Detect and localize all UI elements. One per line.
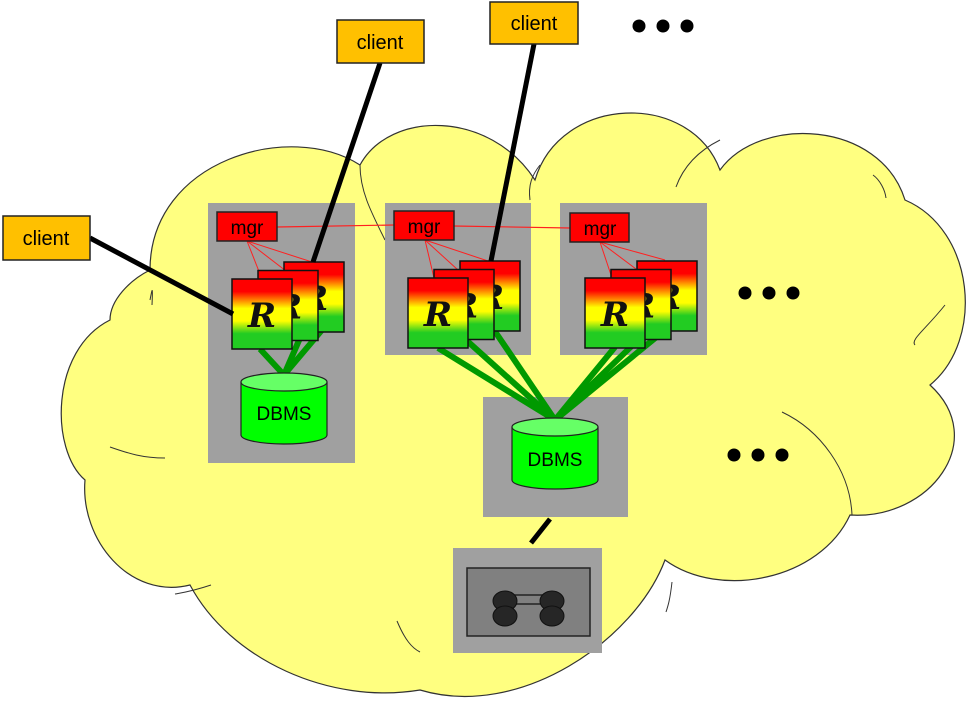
r-worker-card[interactable]: R — [231, 278, 293, 350]
dot — [727, 448, 741, 462]
mgr-1[interactable]: mgr — [216, 211, 278, 242]
client-right[interactable]: client — [489, 1, 579, 45]
mgr-label: mgr — [584, 219, 617, 240]
dot — [762, 286, 776, 300]
client-left[interactable]: client — [2, 215, 91, 261]
mgr-interconnect — [276, 224, 571, 229]
dot — [775, 448, 789, 462]
dot — [656, 19, 670, 33]
mgr-2[interactable]: mgr — [393, 210, 455, 241]
worker-stack-3: RRR — [584, 260, 698, 349]
r-logo-icon: R — [247, 296, 276, 336]
dbms-label: DBMS — [528, 450, 583, 471]
dot — [786, 286, 800, 300]
ellipsis-more-nodes — [738, 286, 800, 300]
client-label: client — [357, 32, 404, 54]
worker-groups: RRRRRRRRR — [231, 260, 698, 350]
ellipsis-more-dbms — [727, 448, 789, 462]
client-label: client — [511, 13, 558, 35]
mgr-label: mgr — [231, 218, 264, 239]
local-dbms-cylinder[interactable]: DBMS — [240, 372, 328, 445]
dot — [632, 19, 646, 33]
dbms-label: DBMS — [257, 404, 312, 425]
worker-stack-1: RRR — [231, 261, 345, 350]
dbms-tape-link — [529, 517, 552, 545]
mgr-3[interactable]: mgr — [569, 212, 630, 243]
client-links — [88, 43, 537, 317]
client-mid[interactable]: client — [336, 19, 425, 64]
worker-stack-2: RRR — [407, 260, 521, 349]
tape-drive-icon[interactable] — [466, 567, 591, 637]
dot — [738, 286, 752, 300]
ellipsis-more-clients — [632, 19, 694, 33]
r-worker-card[interactable]: R — [584, 277, 646, 349]
shared-dbms-cylinder[interactable]: DBMS — [511, 417, 599, 490]
r-worker-card[interactable]: R — [407, 277, 469, 349]
client-label: client — [23, 228, 70, 250]
r-logo-icon: R — [600, 295, 629, 335]
dot — [680, 19, 694, 33]
dot — [751, 448, 765, 462]
worker-dbms-links — [257, 327, 667, 423]
mgr-label: mgr — [408, 217, 441, 238]
r-logo-icon: R — [423, 295, 452, 335]
